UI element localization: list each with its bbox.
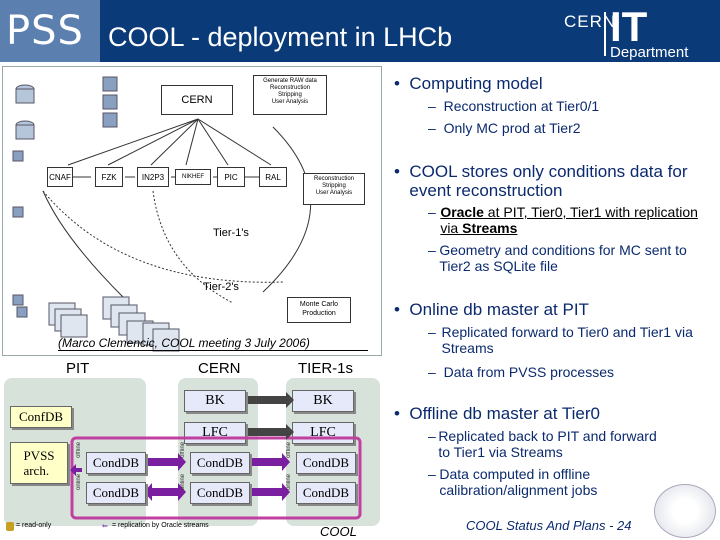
stream-arrow	[248, 453, 290, 471]
stream-arrow	[248, 483, 290, 501]
tier1-conddb-online: CondDB	[296, 452, 356, 474]
cern-role-note: Generate RAW data Reconstruction Strippi…	[253, 75, 327, 115]
cern-offline-label: offline	[180, 442, 186, 458]
sub-bullet-text: Oracle at PIT, Tier0, Tier1 with replica…	[440, 204, 708, 236]
header-bar: PSS COOL - deployment in LHCb CERN IT De…	[0, 0, 720, 62]
oracle-sites-text: at PIT, Tier0, Tier1 with replication vi…	[440, 204, 698, 236]
bullet-marker: –	[428, 428, 436, 460]
tier1-online-label: online	[286, 474, 292, 491]
server-icon	[102, 112, 118, 128]
tier1-label: Tier-1's	[213, 227, 249, 239]
tier1-bk-box: BK	[292, 390, 354, 412]
cern-emblem-icon	[654, 484, 716, 538]
site-in2p3: IN2P3	[137, 167, 169, 187]
sub-bullet-text: Reconstruction at Tier0/1	[443, 98, 600, 114]
sub-bullet: – Replicated forward to Tier0 and Tier1 …	[428, 324, 708, 356]
stream-arrow	[144, 453, 186, 471]
site-fzk: FZK	[95, 167, 123, 187]
site-cnaf: CNAF	[47, 167, 73, 187]
pit-zone-label: PIT	[66, 360, 90, 377]
bullet-marker: –	[428, 466, 436, 498]
sub-bullet-text: Replicated forward to Tier0 and Tier1 vi…	[441, 324, 693, 356]
bullet-online-master: • Online db master at PIT	[394, 300, 589, 319]
bk-arrow	[248, 392, 294, 408]
it-logo-text: IT	[610, 3, 648, 50]
lock-icon	[6, 522, 14, 531]
tier1-offline-label: offline	[286, 442, 292, 458]
cern-conddb-offline: CondDB	[190, 482, 250, 504]
sub-bullet: – Data computed in offline calibration/a…	[428, 466, 668, 498]
tier1-zone-label: TIER-1s	[298, 360, 354, 377]
legend-readonly: = read-only	[16, 522, 52, 529]
stream-arrow	[144, 483, 186, 501]
site-pic: PIC	[217, 167, 245, 187]
bullet-text: Computing model	[409, 74, 543, 93]
diagram-connectors	[12, 76, 312, 352]
sub-bullet: – Replicated back to PIT and forward to …	[428, 428, 668, 460]
replication-arrows	[70, 392, 362, 520]
bullet-cool-stores: • COOL stores only conditions data for e…	[394, 162, 704, 200]
tier1-role-note: Reconstruction Stripping User Analysis	[303, 173, 365, 205]
pit-online-label: online	[76, 474, 82, 491]
server-icon	[102, 94, 118, 110]
streams-emphasis: Streams	[462, 220, 518, 236]
bullet-marker: –	[428, 364, 444, 380]
slide-footer: COOL Status And Plans - 24	[466, 518, 632, 533]
pit-offline-label: offline	[76, 442, 82, 458]
sub-bullet-text: Data computed in offline calibration/ali…	[439, 466, 598, 498]
bullet-marker: –	[428, 204, 436, 236]
bullet-marker: –	[428, 324, 436, 356]
pvss-archive-box: PVSS arch.	[10, 442, 68, 484]
cern-zone-label: CERN	[198, 360, 241, 377]
oracle-emphasis: Oracle	[440, 204, 484, 220]
sub-bullet: – Data from PVSS processes	[428, 364, 708, 380]
cern-online-label: online	[180, 474, 186, 491]
cern-logo-text: CERN	[564, 12, 617, 31]
sub-bullet-text: Only MC prod at Tier2	[443, 120, 581, 136]
legend-replication: = replication by Oracle streams	[112, 522, 209, 529]
sub-bullet: – Geometry and conditions for MC sent to…	[428, 242, 708, 274]
pss-logo: PSS	[0, 0, 100, 62]
logo-divider	[604, 12, 606, 56]
slide-title: COOL - deployment in LHCb	[108, 22, 453, 52]
tier2-label: Tier-2's	[203, 281, 239, 293]
cern-node: CERN	[161, 85, 233, 115]
pit-conddb-online: CondDB	[86, 452, 146, 474]
site-nikhef: NIKHEF	[175, 169, 211, 185]
computing-model-diagram: CERN Generate RAW data Reconstruction St…	[2, 66, 382, 356]
credit-underline	[58, 350, 368, 351]
bullet-text: COOL stores only conditions data for eve…	[409, 162, 688, 200]
sub-bullet: – Only MC prod at Tier2	[428, 120, 581, 136]
sub-bullet-text: Geometry and conditions for MC sent to T…	[439, 242, 687, 274]
bullet-marker: •	[394, 162, 410, 181]
sub-bullet: – Reconstruction at Tier0/1	[428, 98, 600, 114]
server-icon	[102, 76, 118, 92]
streams-highlight	[70, 436, 362, 520]
bullet-computing-model: • Computing model	[394, 74, 543, 93]
cern-bk-box: BK	[184, 390, 246, 412]
cern-it-logo: CERN IT Department	[560, 4, 720, 62]
tier1-conddb-offline: CondDB	[296, 482, 356, 504]
lfc-arrow	[248, 424, 294, 440]
bullet-marker: –	[428, 242, 436, 274]
cern-conddb-online: CondDB	[190, 452, 250, 474]
sub-bullet-text: Replicated back to PIT and forward to Ti…	[438, 428, 657, 460]
stream-arrow	[70, 464, 82, 476]
deployment-diagram: PIT CERN TIER-1s ConfDB PVSS arch. BK BK…	[2, 358, 380, 540]
diagram-credit: (Marco Clemencic, COOL meeting 3 July 20…	[58, 336, 310, 350]
cool-diagram-label: COOL	[320, 524, 357, 539]
site-ral: RAL	[259, 167, 287, 187]
department-logo-text: Department	[610, 44, 689, 61]
bullet-offline-master: • Offline db master at Tier0	[394, 404, 600, 423]
sub-bullet-text: Data from PVSS processes	[443, 364, 614, 380]
sub-bullet: – Oracle at PIT, Tier0, Tier1 with repli…	[428, 204, 708, 236]
bullet-text: Online db master at PIT	[409, 300, 589, 319]
tier2-role-note: Monte Carlo Production	[287, 297, 351, 323]
legend-arrow-icon: ⇐	[102, 523, 108, 530]
pit-conddb-offline: CondDB	[86, 482, 146, 504]
confdb-box: ConfDB	[10, 406, 72, 428]
bullet-text: Offline db master at Tier0	[409, 404, 600, 423]
